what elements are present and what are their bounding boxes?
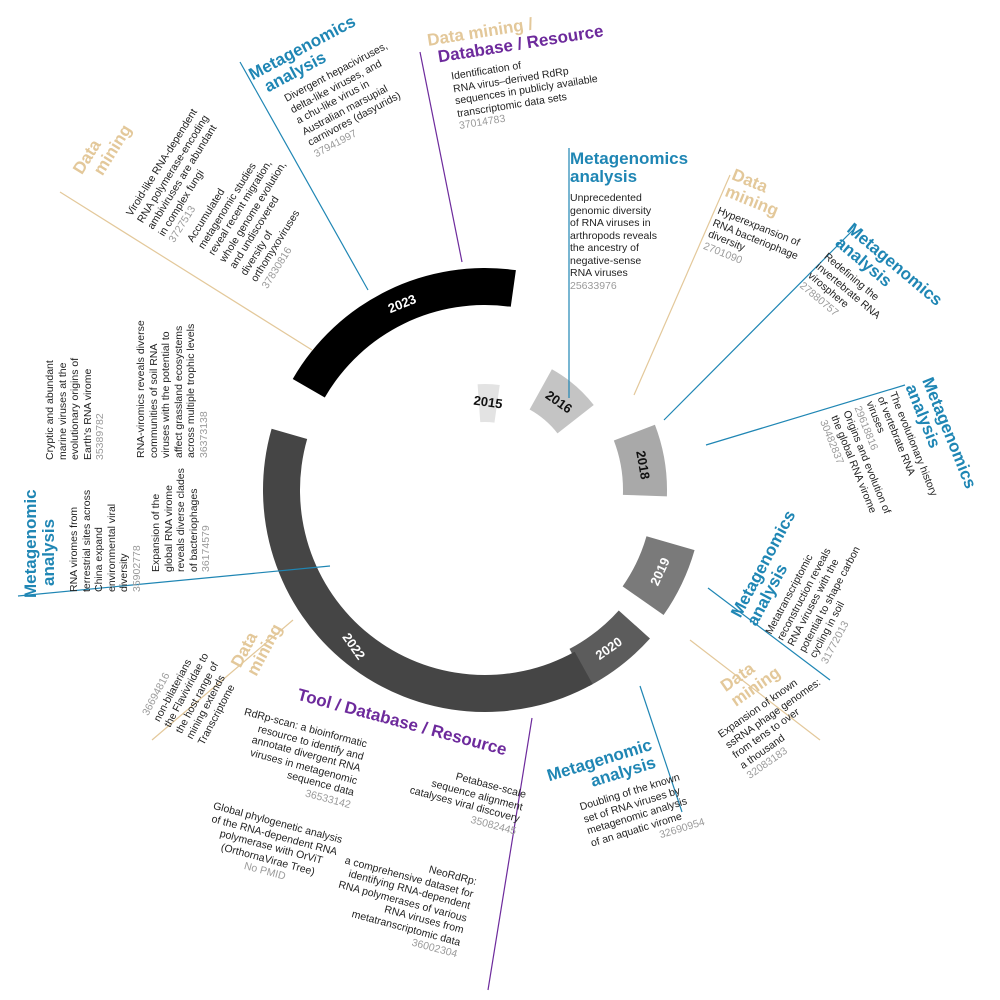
year-segment-2015 (477, 384, 500, 423)
connector-line (705, 384, 906, 446)
connector-line (639, 685, 683, 813)
pmid: 36373138 (197, 411, 210, 458)
pmid: 35389782 (94, 413, 106, 460)
connector-line (17, 565, 331, 597)
connector-line (59, 191, 313, 351)
connector-line (663, 227, 856, 421)
year-label-2018: 2018 (633, 449, 653, 480)
pmid: 35902778 (130, 545, 143, 592)
pmid: 36174579 (200, 525, 212, 572)
connector-line (689, 639, 821, 741)
connector-line (707, 587, 831, 681)
connector-line (487, 717, 533, 991)
year-segment-2018 (613, 424, 668, 497)
year-label-2015: 2015 (473, 393, 504, 412)
connector-line (633, 174, 731, 396)
year-segment-2019 (622, 536, 695, 616)
year-segment-2016 (529, 369, 594, 434)
connector-line (419, 51, 463, 263)
pmid: 25633976 (570, 279, 617, 292)
year-segment-2022 (263, 428, 593, 713)
year-segment-2020 (569, 610, 650, 687)
year-segment-2023 (292, 268, 516, 398)
connector-line (151, 619, 294, 741)
connector-line (239, 61, 369, 291)
